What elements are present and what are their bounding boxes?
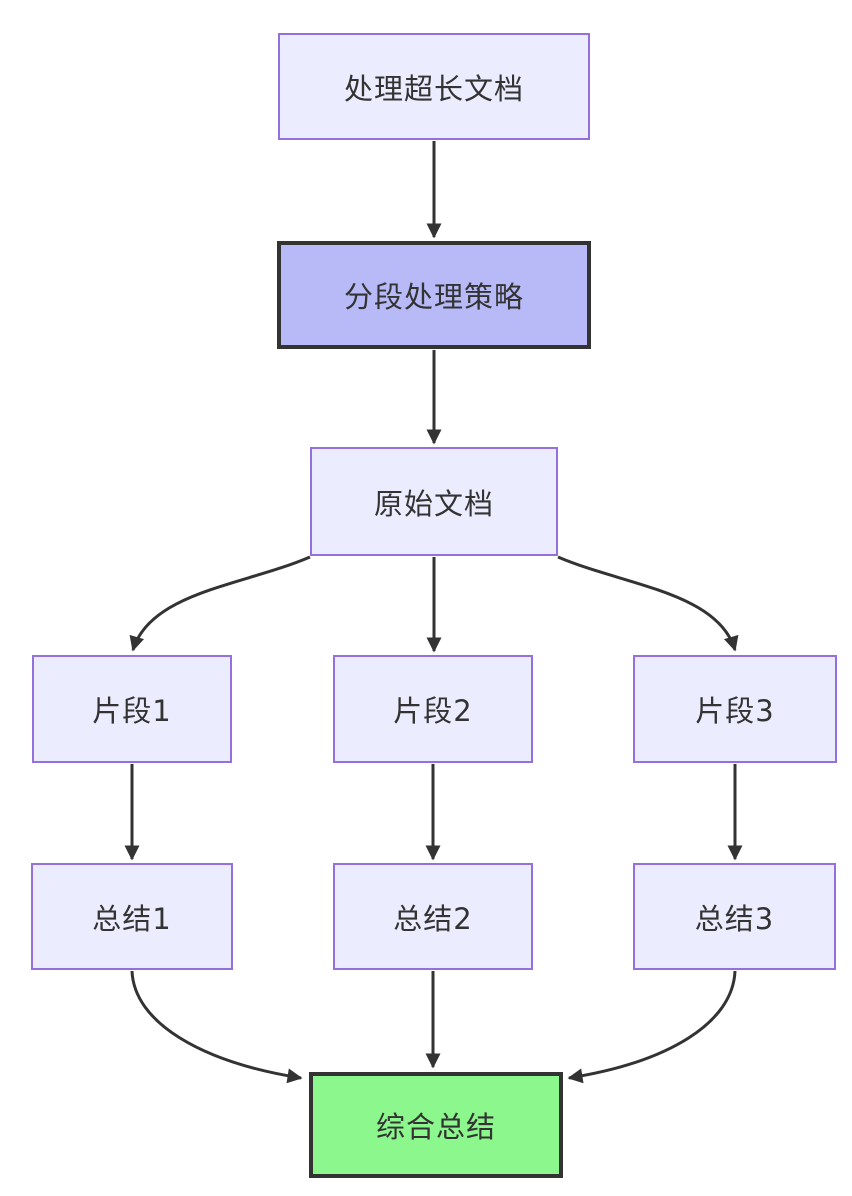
node-label: 总结1: [92, 901, 172, 936]
node-fragment-3: 片段3: [633, 655, 837, 763]
edge-c-fragment1: [129, 555, 311, 652]
node-label: 片段2: [393, 694, 473, 728]
node-label: 分段处理策略: [343, 280, 524, 314]
node-process-long-document: 处理超长文档: [278, 33, 590, 140]
node-summary-2: 总结2: [333, 863, 533, 970]
node-segmentation-strategy: 分段处理策略: [277, 241, 591, 349]
node-final-summary: 综合总结: [309, 1072, 563, 1178]
node-fragment-1: 片段1: [32, 655, 232, 763]
node-original-document: 原始文档: [310, 447, 558, 556]
node-label: 处理超长文档: [343, 71, 524, 106]
node-label: 片段1: [92, 694, 172, 728]
node-fragment-2: 片段2: [333, 655, 533, 763]
edge-summary1-final: [130, 970, 303, 1084]
node-label: 原始文档: [373, 486, 494, 521]
node-summary-3: 总结3: [633, 863, 836, 970]
node-label: 综合总结: [375, 1110, 496, 1144]
edge-c-fragment3: [557, 555, 739, 652]
node-summary-1: 总结1: [31, 863, 233, 970]
edge-summary3-final: [567, 970, 737, 1084]
node-label: 片段3: [695, 694, 775, 728]
node-label: 总结3: [694, 901, 775, 936]
node-label: 总结2: [393, 901, 473, 936]
